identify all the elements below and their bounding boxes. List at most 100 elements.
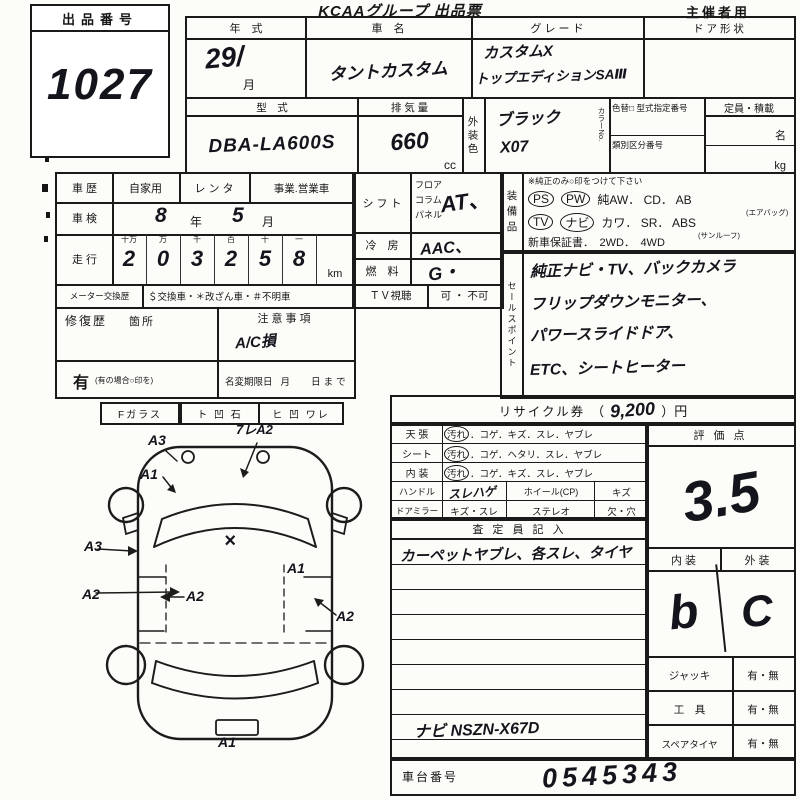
assessor-header: 査 定 員 記 入 [392, 519, 647, 540]
meter-history-text: ＄交換車・＊改ざん車・＃不明車 [148, 291, 291, 303]
jack-row: ジャッキ 有・無 [647, 656, 794, 692]
color-number-value: X07 [499, 138, 529, 157]
displacement-label: 排 気 量 [357, 99, 462, 117]
caution-label: 注意事項 [257, 313, 314, 325]
year-month-unit: 月 [243, 78, 256, 92]
rear-right-wheel [323, 644, 365, 686]
meter-history-row: メーター交換歴 ＄交換車・＊改ざん車・＃不明車 [57, 284, 354, 309]
jack-value: 有・無 [747, 669, 779, 682]
grade-score-number: 3.5 [676, 458, 765, 534]
mileage-digit-col: 一 8 [282, 234, 317, 284]
shift-option-floor: フロア [415, 180, 443, 190]
fuel-value: G・ [427, 261, 462, 285]
digit-value: 2 [122, 246, 136, 271]
mirror-value: キズ・スレ [450, 506, 498, 518]
tv-label: ＴＶ視聴 [354, 284, 429, 307]
condition-first-circled: 汚れ [444, 445, 470, 462]
equip-pw: PW [561, 191, 591, 207]
color-label: 外装色 [462, 99, 486, 174]
condition-first-circled: 汚れ [444, 464, 470, 481]
fuel-row: 燃 料 G・ [354, 258, 502, 286]
equipment-box: 装備品 ※純正のみ○印をつけて下さい PS PW 純AW． CD． AB (エア… [500, 172, 796, 254]
inspection-row: 車 検 8 年 5 月 [57, 202, 354, 236]
condition-table: 天 張 汚れ ．コゲ．キズ．スレ．ヤブレ シート 汚れ ．コゲ．ヘタリ．スレ．ヤ… [390, 422, 649, 521]
shift-option-column: コラム [415, 194, 442, 205]
ruled-line [392, 564, 647, 565]
car-name-value: タントカスタム [328, 58, 449, 84]
front-left-wheel [107, 486, 145, 524]
assessor-note-1: カーペットヤブレ、各スレ、タイヤ [399, 544, 632, 566]
mileage-digit-col: 千 3 [180, 234, 215, 284]
repair-history-cell: 修復歴 箇所 有 (有の場合○印を) [57, 307, 219, 397]
condition-row-steering: ハンドル スレハゲ ホイール(CP) キズ [392, 481, 648, 502]
right-mirror [331, 512, 349, 536]
arrowhead [160, 592, 170, 602]
color-number-label: カラーNo. [597, 107, 606, 142]
model-value: DBA-LA600S [208, 131, 336, 158]
condition-values: 汚れ ．コゲ．キズ．スレ．ヤブレ [444, 424, 647, 443]
ruled-line [392, 739, 647, 740]
arrowhead [314, 598, 324, 607]
vehicle-info-table: 年 式 29/ 月 車 名 タントカスタム グ レ ー ド カスタムX トップエ… [185, 16, 796, 174]
sales-line-3: パワースライドドア、 [529, 324, 683, 345]
jack-label: ジャッキ [647, 658, 734, 692]
lot-number-box: 出品番号 1027 [30, 4, 170, 158]
year-label: 年 式 [187, 18, 305, 40]
grade-value-line2: トップエディションSAⅢ [474, 66, 628, 87]
wheel-value: キズ [594, 482, 648, 501]
car-name-label: 車 名 [305, 18, 471, 40]
spare-tire-value: 有・無 [747, 738, 779, 750]
year-cell: 年 式 29/ 月 [187, 18, 307, 97]
tools-label: 工 具 [647, 692, 734, 726]
condition-label: ドアミラー [392, 501, 443, 520]
ruled-line [392, 714, 647, 715]
color-value: ブラック [495, 109, 561, 130]
equipment-note: ※純正のみ○印をつけて下さい [528, 176, 643, 186]
model-cell: 型 式 DBA-LA600S [187, 97, 359, 174]
inspection-month-unit: 月 [262, 215, 275, 229]
glass-legend-front: Fガラス [100, 402, 180, 425]
use-option-business: 事業.営業車 [273, 182, 330, 195]
damage-annotation-a2-left: A2 [82, 586, 100, 602]
capacity-kg-unit: kg [774, 160, 786, 172]
inspection-year-value: 8 [155, 204, 167, 227]
sales-line-2: フリップダウンモニター、 [529, 291, 717, 314]
scores-column: 評 価 点 3.5 内 装 外 装 b C ジャッキ 有・無 工 具 有・無 ス… [642, 422, 796, 761]
damage-annotation-a1-rear: A1 [218, 734, 236, 750]
damage-annotation-a1-right: A1 [287, 560, 305, 576]
equip-sunroof-note: (サンルーフ) [698, 231, 741, 240]
recycle-ticket-band: リサイクル券 （ 9,200 ）円 [390, 395, 796, 426]
tools-value: 有・無 [747, 703, 779, 716]
recycle-paren-open: （ [591, 404, 605, 419]
equip-ps: PS [528, 191, 555, 207]
mileage-digit-col: 万 0 [146, 234, 181, 284]
spare-tire-row: スペアタイヤ 有・無 [647, 724, 794, 761]
door-seams [137, 576, 333, 632]
mileage-label: 走 行 [57, 234, 114, 284]
name-change-units: 月 日まで [280, 376, 349, 388]
spec-table: シ フ ト フロア コラム パネル AT、 冷 房 AAC、 燃 料 G・ ＴＶ… [352, 172, 504, 309]
arrow-windshield [243, 442, 258, 476]
recycle-label: リサイクル券 [498, 405, 586, 419]
displacement-cell: 排 気 量 660 cc [357, 97, 464, 174]
digit-value: 2 [224, 246, 238, 271]
mileage-row: 走 行 十万 2 万 0 千 3 百 2 十 5 一 [57, 234, 354, 286]
equip-row2-rest: カワ． SR． ABS [601, 215, 697, 230]
door-shape-label: ド ア 形 状 [643, 18, 794, 40]
rear-window [151, 660, 319, 700]
color-cell: 外装色 ブラック X07 カラーNo. [462, 97, 611, 174]
equipment-row1: PS PW 純AW． CD． AB [528, 188, 692, 210]
condition-row-headliner: 天 張 汚れ ．コゲ．キズ．スレ．ヤブレ [392, 424, 647, 443]
damage-annotation-a3-left: A3 [84, 538, 102, 554]
digit-header: 万 [159, 235, 167, 244]
int-ext-header: 内 装 外 装 [647, 547, 794, 572]
meter-history-label: メーター交換歴 [57, 284, 144, 307]
equip-airbag-note: (エアバッグ) [746, 208, 789, 217]
type-designation-label: 色替□ 型式指定番号 [609, 99, 704, 136]
condition-row-mirror: ドアミラー キズ・スレ ステレオ 欠・穴 [392, 500, 647, 520]
equipment-label: 装備品 [502, 174, 524, 252]
condition-label: ハンドル [392, 482, 443, 501]
ruled-line [392, 589, 647, 590]
digit-header: 千 [193, 235, 201, 244]
front-right-wheel [325, 486, 363, 524]
